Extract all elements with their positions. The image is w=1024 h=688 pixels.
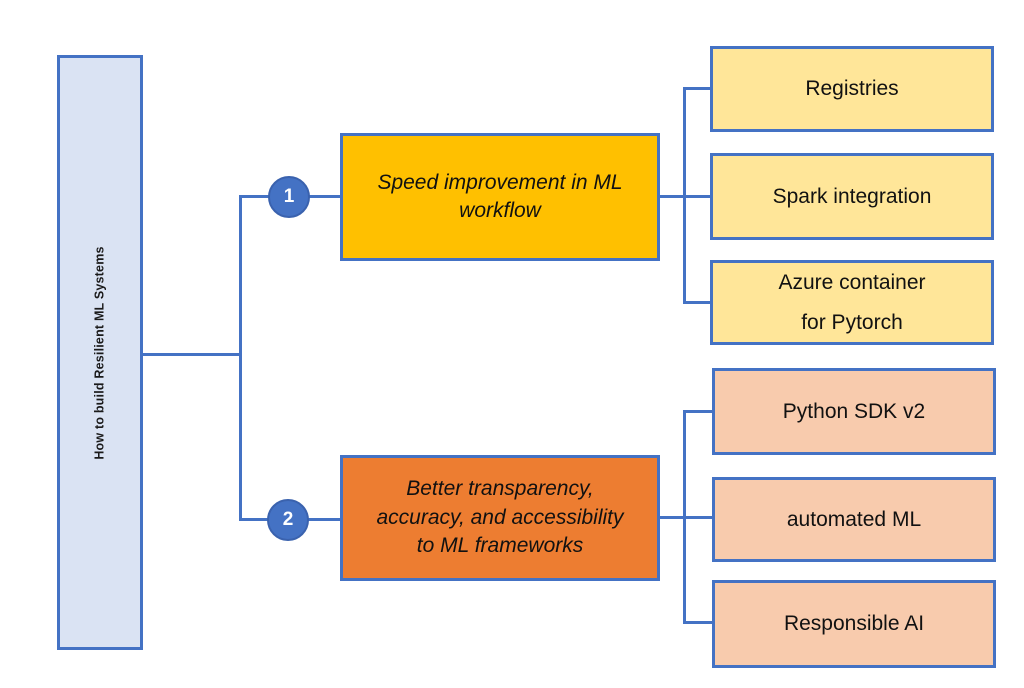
connector-stub-azure — [683, 301, 711, 304]
connector-branch1-fan-vertical — [683, 87, 686, 304]
leaf-node-azure-container: Azure container for Pytorch — [710, 260, 994, 345]
connector-branch1-out — [660, 195, 712, 198]
connector-stub-registries — [683, 87, 711, 90]
branch-node-speed-improvement: Speed improvement in ML workflow — [340, 133, 660, 261]
connector-stub-responsible-ai — [683, 621, 713, 624]
branch-node-label: Better transparency, accuracy, and acces… — [376, 477, 624, 558]
leaf-node-spark-integration: Spark integration — [710, 153, 994, 240]
root-node: How to build Resilient ML Systems — [57, 55, 143, 650]
leaf-node-label: automated ML — [786, 507, 922, 531]
leaf-node-label: Azure container for Pytorch — [778, 270, 926, 334]
root-node-label: How to build Resilient ML Systems — [93, 245, 108, 460]
leaf-node-label: Registries — [805, 77, 899, 101]
branch2-number-badge: 2 — [267, 499, 309, 541]
branch1-number: 1 — [283, 186, 295, 207]
leaf-node-responsible-ai: Responsible AI — [712, 580, 996, 668]
leaf-node-registries: Registries — [710, 46, 994, 132]
leaf-node-label: Spark integration — [772, 184, 932, 208]
branch-node-label: Speed improvement in ML workflow — [377, 170, 623, 222]
leaf-node-python-sdk-v2: Python SDK v2 — [712, 368, 996, 455]
branch1-number-badge: 1 — [268, 176, 310, 218]
leaf-node-label: Python SDK v2 — [782, 399, 926, 423]
connector-main-vertical — [239, 195, 242, 521]
connector-stub-python-sdk — [683, 410, 713, 413]
branch-node-better-transparency: Better transparency, accuracy, and acces… — [340, 455, 660, 581]
connector-branch2-out — [660, 516, 714, 519]
connector-root-horizontal — [142, 353, 240, 356]
branch2-number: 2 — [282, 509, 294, 530]
leaf-node-automated-ml: automated ML — [712, 477, 996, 562]
connector-branch2-fan-vertical — [683, 410, 686, 624]
leaf-node-label: Responsible AI — [783, 612, 925, 636]
